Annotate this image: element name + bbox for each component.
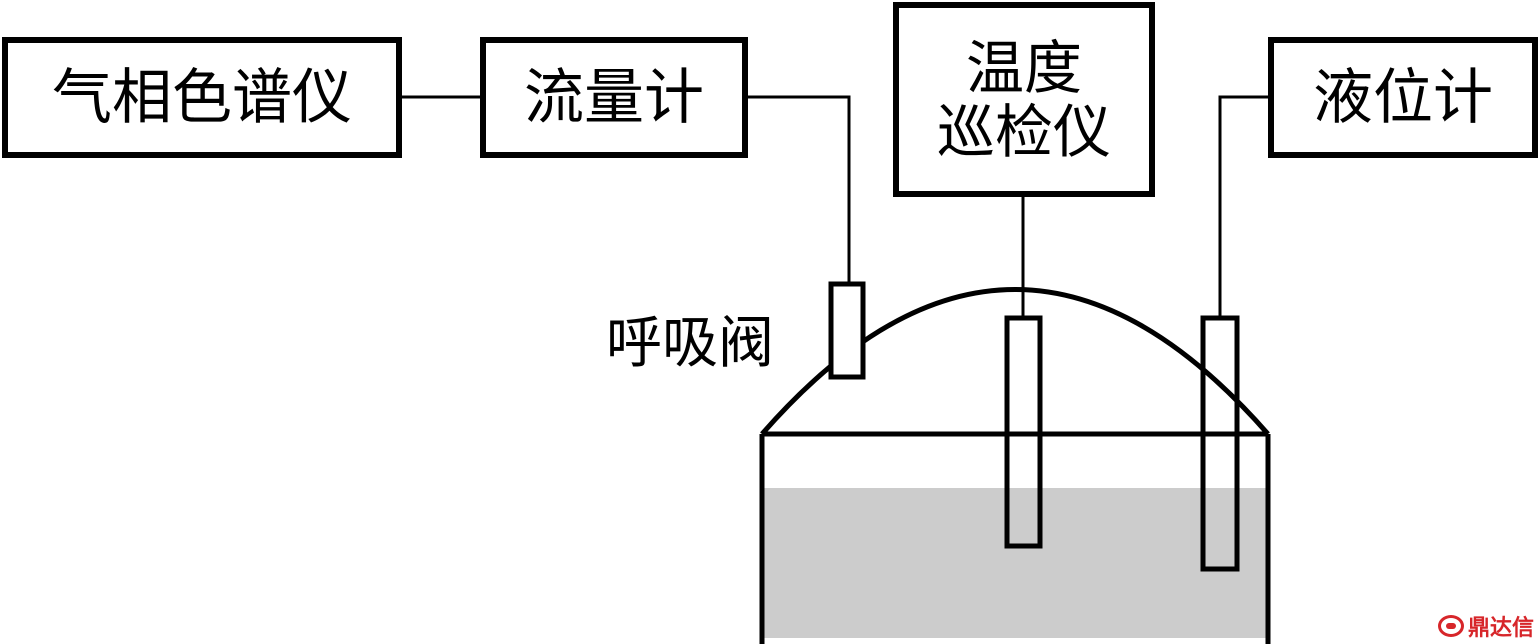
temperature-inspector-box: 温度 巡检仪 — [893, 2, 1155, 197]
connector-flow-valve — [746, 95, 851, 284]
gas-chromatograph-label: 气相色谱仪 — [52, 62, 352, 133]
watermark: 鼎达信 — [1438, 610, 1534, 642]
watermark-text: 鼎达信 — [1468, 616, 1535, 641]
level-probe — [1200, 315, 1240, 572]
gas-chromatograph-box: 气相色谱仪 — [2, 37, 402, 158]
flowmeter-box: 流量计 — [480, 37, 748, 158]
breathing-valve — [828, 281, 866, 380]
tank-body — [759, 431, 1271, 644]
tank-liquid — [764, 488, 1266, 638]
level-meter-label: 液位计 — [1313, 62, 1493, 133]
connector-level-probe — [1218, 95, 1270, 318]
temperature-inspector-label-line2: 巡检仪 — [936, 97, 1111, 166]
temperature-probe — [1004, 315, 1043, 549]
flowmeter-label: 流量计 — [524, 62, 704, 133]
breathing-valve-label: 呼吸阀 — [606, 311, 774, 376]
brand-logo-icon — [1438, 615, 1464, 637]
level-meter-box: 液位计 — [1268, 37, 1538, 158]
temperature-inspector-label-line1: 温度 — [965, 33, 1082, 102]
